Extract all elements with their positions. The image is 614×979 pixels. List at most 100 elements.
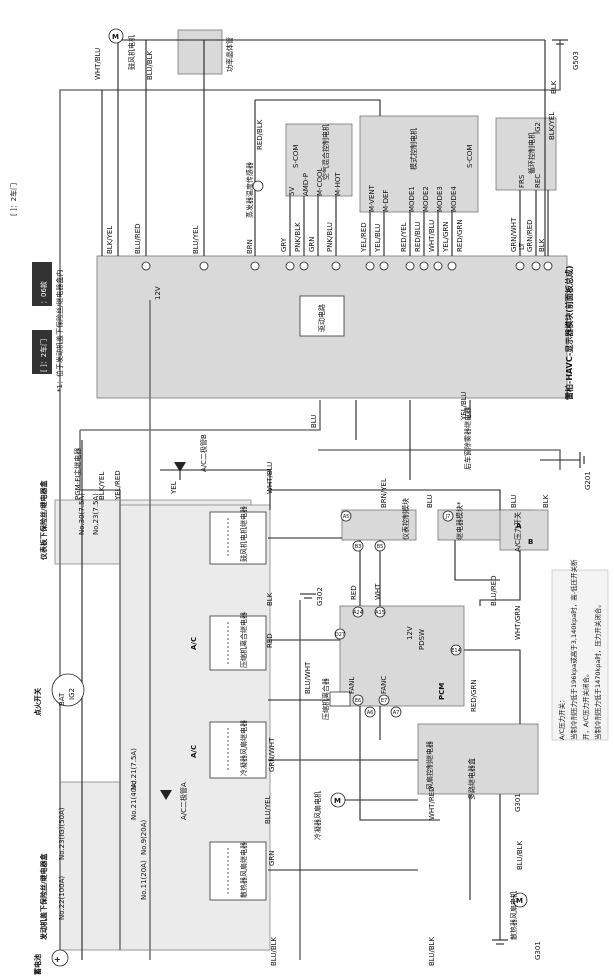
ground-label: G503: [572, 51, 580, 70]
fuse-label: No.21(40A): [130, 780, 138, 820]
pin-label: B3: [355, 544, 362, 550]
dash-fuse-box-label: 仪表板下保险丝/继电器盒: [39, 479, 48, 561]
blower-relay: [209, 511, 267, 565]
blower-relay-label: 鼓风机电机继电器: [239, 506, 248, 562]
note-line: 当制冷剂压力低于1470kpa时，压力开关闭合。: [593, 601, 602, 740]
legend-2door: [ ]：2车门: [39, 339, 48, 372]
wire-label: BLU/YEL: [192, 225, 200, 254]
wire-label: BLU/YEL: [264, 795, 272, 824]
wire-label: YEL: [170, 481, 178, 495]
ignition-ig2: IG2: [68, 688, 76, 700]
terminal-label: PDSW: [418, 629, 426, 650]
ac-switch-label: A/C压力开关: [513, 512, 522, 552]
terminal-label: S-COM: [292, 145, 300, 168]
drive-circuit-label: 驱动电路: [317, 304, 326, 332]
rear-defog-label: 后车窗除雾器继电器: [463, 407, 472, 470]
pin-label: B5: [377, 544, 384, 550]
radiator-relay: [209, 841, 267, 901]
pin-label: A5: [343, 514, 350, 520]
ac-label: A/C: [190, 745, 198, 758]
diode-b-label: A/C二极管B: [199, 434, 208, 472]
wire-label: WHT/BLU: [428, 220, 436, 252]
ac-label: A/C: [190, 637, 198, 650]
pin-label: A24: [353, 610, 363, 616]
fuse-label: No.21(7.5A): [130, 748, 138, 790]
terminal-label: MODE2: [422, 186, 430, 212]
pin-label: E7: [381, 698, 387, 704]
ground-label: G201: [584, 471, 592, 490]
ground-label: G301: [514, 793, 522, 812]
battery-icon: [51, 949, 69, 967]
wire-label: GRN/RED: [526, 219, 534, 252]
condenser-relay: [209, 721, 267, 779]
multi-relay-label: 多路继电器盒: [467, 758, 476, 800]
diode-a-icon: [160, 790, 172, 800]
ignition-bat: BAT: [58, 692, 66, 706]
legend-footnote: *1：位于发动机盖下保险丝/继电器盒内: [55, 270, 64, 392]
svg-text:M: M: [516, 897, 523, 905]
ground-g301-icon: [492, 939, 508, 945]
wire-label: WHT: [374, 583, 382, 600]
wire-label: BLU: [426, 495, 434, 508]
svg-text:+: +: [54, 955, 61, 964]
recirc-motor-label: 循环控制电机: [527, 132, 536, 174]
wire-label: YEL/BLU: [374, 224, 382, 253]
wire-label: RED/GRN: [470, 679, 478, 712]
terminal-label: FRS: [518, 174, 526, 188]
terminal-label: M-DEF: [382, 190, 390, 212]
terminal-label: AMD-P: [302, 173, 310, 196]
blower-motor-label: 鼓风机电机: [127, 35, 136, 70]
condenser-relay-label: 冷凝器风扇继电器: [239, 720, 248, 776]
compressor-clutch-label: 压缩机离合器: [321, 678, 330, 720]
ac-switch-box: [499, 509, 549, 551]
terminal-label: M-HOT: [334, 172, 342, 196]
relay-module-label: 继电器模块*: [455, 501, 464, 540]
mode-motor-label: 模式控制电机: [409, 128, 418, 170]
diode-a-label: A/C二极管A: [179, 782, 188, 820]
fuse-label: No.9(20A): [140, 819, 148, 855]
wire-label: GRN: [268, 850, 276, 866]
ignition-label: 点火开关: [33, 688, 42, 716]
radiator-relay-label: 散热器风扇继电器: [239, 842, 248, 898]
evap-sensor-icon: [252, 180, 264, 192]
terminal-label: 12V: [406, 626, 414, 640]
wire-label: BLK/YEL: [106, 226, 114, 254]
pin-label: A7: [393, 710, 400, 716]
ground-g201-icon: [579, 452, 585, 468]
radiator-fan-label: 散热器风扇电机: [509, 891, 518, 940]
terminal-label: IG2: [534, 122, 542, 134]
pgm-fi-label: PGM-FI主继电器: [73, 448, 82, 500]
ground-label: G301: [534, 941, 542, 960]
power-transistor-label: 功率晶体管: [225, 37, 234, 72]
ground-g503-icon: [552, 39, 568, 45]
wire-label: RED/BLU: [414, 221, 422, 252]
wire-label: GRN/WHT: [268, 737, 276, 772]
wire-label: BRN/YEL: [380, 478, 388, 508]
evap-sensor-label: 蒸发器温度传感器: [245, 162, 254, 218]
wire-label: RED/BLK: [256, 119, 264, 150]
wire-label: RED/YEL: [400, 222, 408, 252]
fuse-label: No.23(IG)(50A): [58, 807, 66, 860]
legend-variant-note: [ ]：2车门: [9, 183, 18, 216]
wire-label: WHT/BLU: [266, 462, 274, 494]
wire-label: BLU/BLK: [428, 936, 436, 966]
pcm-label: PCM: [438, 683, 446, 700]
note-line: 开，A/C压力开关闭合。: [581, 670, 590, 740]
condenser-fan-label: 冷凝器风扇电机: [313, 791, 322, 840]
gauge-label: 仪表控制模块: [401, 498, 410, 540]
wire-label: WHT/RED: [428, 787, 436, 821]
wire-label: BLU/BLK: [146, 50, 154, 80]
terminal-label: M-COOL: [316, 168, 324, 196]
fuse-label: No.30(7.5A): [78, 493, 86, 535]
pin-label: E6: [355, 698, 361, 704]
note-title: A/C压力开关：: [557, 696, 566, 740]
wire-label: BLK/YEL: [548, 112, 556, 140]
fan-relay-label: 风扇控制继电器: [425, 741, 434, 790]
wire-label: YEL/RED: [360, 222, 368, 253]
legend-06: ：06款: [39, 281, 48, 304]
ignition-switch-icon: [51, 673, 85, 707]
terminal-label: S-COM: [466, 145, 474, 168]
power-transistor-box: [177, 29, 223, 75]
wire-label: BLK: [538, 238, 546, 252]
